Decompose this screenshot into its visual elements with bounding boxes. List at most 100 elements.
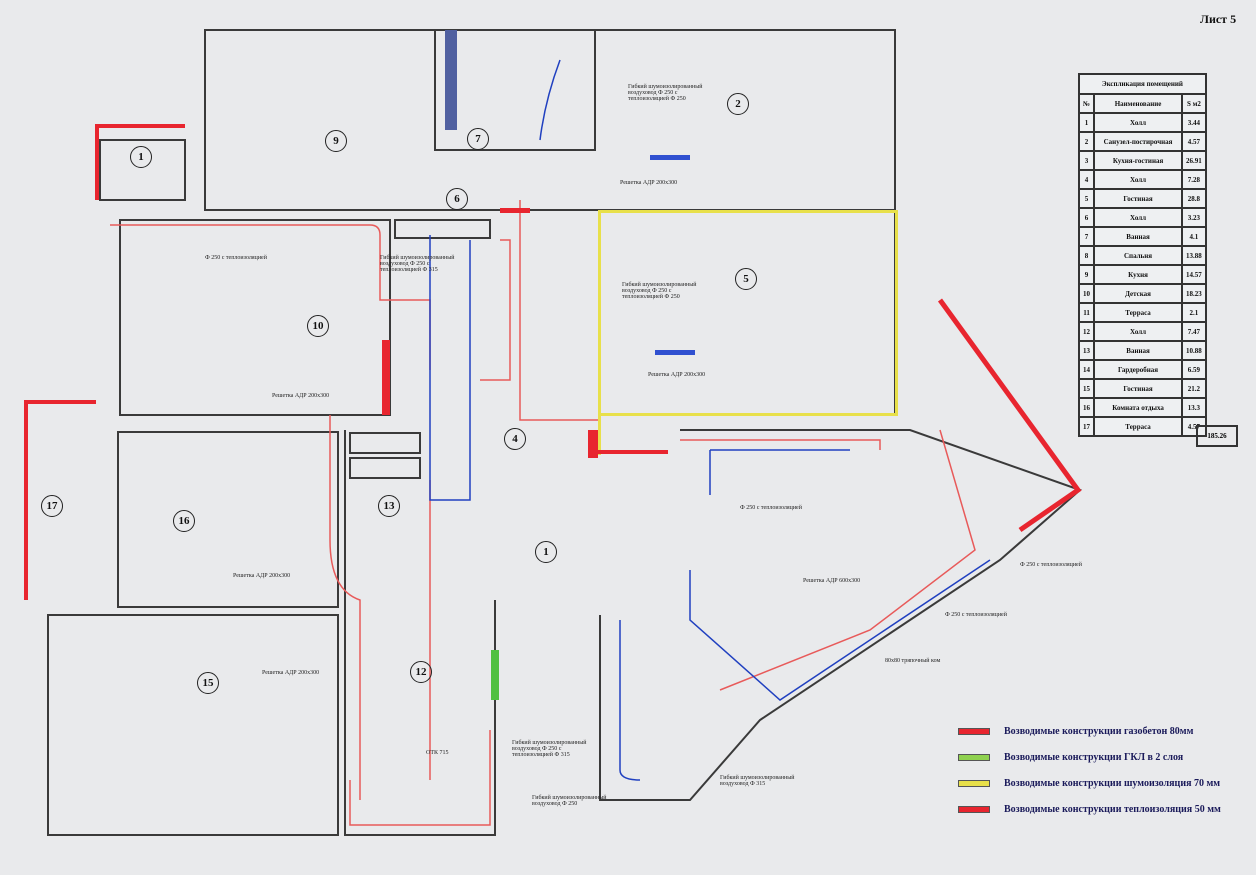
room-name-cell: Холл	[1093, 169, 1184, 190]
note-grille: Решетка АДР 200х300	[272, 393, 330, 399]
room-area-cell: 14.57	[1181, 264, 1207, 285]
room-name-cell: Гостиная	[1093, 378, 1184, 399]
room-name-cell: Кухня-гостиная	[1093, 150, 1184, 171]
room-number-cell: 2	[1077, 131, 1096, 152]
room-number-cell: 10	[1077, 283, 1096, 304]
room-name-cell: Ванная	[1093, 226, 1184, 247]
note-grille: Решетка АДР 600х300	[803, 578, 861, 584]
explication-table: Экспликация помещений № Наименование S м…	[1077, 73, 1207, 437]
legend-swatch	[958, 753, 990, 761]
room-area-cell: 2.1	[1181, 302, 1207, 323]
room-number-cell: 3	[1077, 150, 1096, 171]
room-number: 4	[504, 428, 526, 450]
note-flex: Гибкий шумоизолированный воздуховод Ф 25…	[622, 282, 697, 300]
column-header: Наименование	[1093, 93, 1184, 114]
note-grille: Решетка АДР 200х300	[648, 372, 706, 378]
legend-swatch	[958, 805, 990, 813]
blue-ducts	[429, 59, 991, 781]
wall-marks	[24, 30, 1082, 700]
room-number-cell: 5	[1077, 188, 1096, 209]
room-number: 1	[535, 541, 557, 563]
room-number-cell: 4	[1077, 169, 1096, 190]
legend-label: Возводимые конструкции теплоизоляция 50 …	[1004, 803, 1221, 815]
explication-total: 185.26	[1196, 425, 1238, 447]
note-grille: Решетка АДР 200х300	[620, 180, 678, 186]
room-number: 10	[307, 315, 329, 337]
room-name-cell: Холл	[1093, 112, 1184, 133]
room-area-cell: 13.88	[1181, 245, 1207, 266]
room-number-cell: 16	[1077, 397, 1096, 418]
note-flex: Гибкий шумоизолированный воздуховод Ф 25…	[512, 740, 587, 758]
room-name-cell: Гостиная	[1093, 188, 1184, 209]
room-area-cell: 26.91	[1181, 150, 1207, 171]
note-duct: Ф 250 с теплоизоляцией	[205, 255, 267, 261]
explication-title: Экспликация помещений	[1078, 73, 1207, 95]
room-number-cell: 8	[1077, 245, 1096, 266]
room-name-cell: Санузел-постирочная	[1093, 131, 1184, 152]
room-number-cell: 12	[1077, 321, 1096, 342]
room-area-cell: 6.59	[1181, 359, 1207, 380]
note-flex: Гибкий шумоизолированный воздуховод Ф 25…	[380, 255, 455, 273]
legend-item: Возводимые конструкции газобетон 80мм	[958, 718, 1221, 744]
room-area-cell: 21.2	[1181, 378, 1207, 399]
room-number: 6	[446, 188, 468, 210]
room-number: 9	[325, 130, 347, 152]
room-name-cell: Кухня	[1093, 264, 1184, 285]
room-name-cell: Спальня	[1093, 245, 1184, 266]
legend-swatch	[958, 727, 990, 735]
room-number-cell: 9	[1077, 264, 1096, 285]
room-number-cell: 7	[1077, 226, 1096, 247]
legend-item: Возводимые конструкции ГКЛ в 2 слоя	[958, 744, 1221, 770]
note-duct: Ф 250 с теплоизоляцией	[740, 505, 802, 511]
legend-item: Возводимые конструкции теплоизоляция 50 …	[958, 796, 1221, 822]
legend-swatch	[958, 779, 990, 787]
room-number: 7	[467, 128, 489, 150]
room-number: 12	[410, 661, 432, 683]
room-number-cell: 14	[1077, 359, 1096, 380]
room-number: 13	[378, 495, 400, 517]
room-number: 16	[173, 510, 195, 532]
room-number: 2	[727, 93, 749, 115]
room-area-cell: 7.47	[1181, 321, 1207, 342]
room-number-cell: 11	[1077, 302, 1096, 323]
room-area-cell: 4.57	[1181, 131, 1207, 152]
note-unit: ОТК 715	[426, 750, 449, 756]
sheet-title: Лист 5	[1200, 12, 1237, 26]
note-flex: Гибкий шумоизолированный воздуховод Ф 31…	[720, 775, 795, 787]
room-number: 5	[735, 268, 757, 290]
room-name-cell: Терраса	[1093, 302, 1184, 323]
walls	[47, 29, 1082, 836]
room-area-cell: 28.8	[1181, 188, 1207, 209]
room-number: 15	[197, 672, 219, 694]
note-duct: Ф 250 с теплоизоляцией	[945, 612, 1007, 618]
note-grille: Решетка АДР 200х300	[233, 573, 291, 579]
note-flex: Гибкий шумоизолированный воздуховод Ф 25…	[532, 795, 607, 807]
room-area-cell: 13.3	[1181, 397, 1207, 418]
room-name-cell: Гардеробная	[1093, 359, 1184, 380]
room-number-cell: 15	[1077, 378, 1096, 399]
room-number: 1	[130, 146, 152, 168]
room-name-cell: Терраса	[1093, 416, 1184, 437]
room-area-cell: 3.23	[1181, 207, 1207, 228]
ducts	[110, 200, 976, 826]
room-name-cell: Холл	[1093, 321, 1184, 342]
note-grille: Решетка АДР 200х300	[262, 670, 320, 676]
room-area-cell: 7.28	[1181, 169, 1207, 190]
room-name-cell: Комната отдыха	[1093, 397, 1184, 418]
legend-label: Возводимые конструкции ГКЛ в 2 слоя	[1004, 751, 1184, 763]
room-name-cell: Детская	[1093, 283, 1184, 304]
